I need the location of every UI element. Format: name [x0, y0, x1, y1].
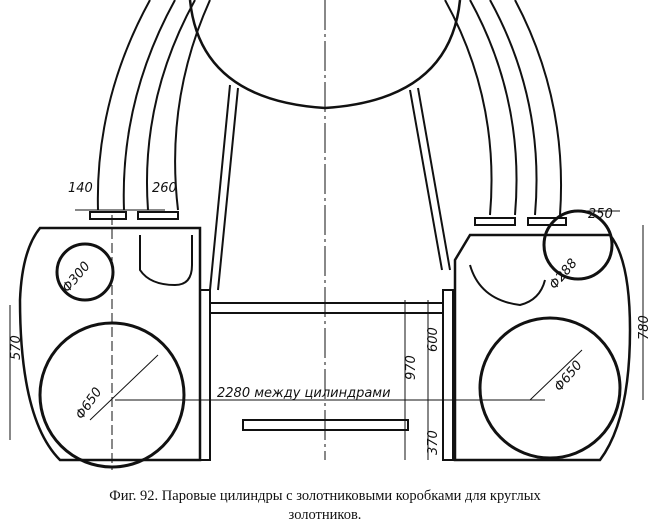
caption-line-2: золотников. — [288, 507, 362, 523]
frame-right — [442, 289, 454, 461]
steam-pipe-right — [444, 0, 563, 216]
flange — [137, 211, 179, 220]
steam-pipe-left — [96, 0, 211, 211]
steam-cylinder-drawing: 140 260 250 Φ300 Φ288 570 780 970 600 37… — [9, 0, 650, 470]
strut-right — [409, 87, 451, 271]
left-cylinder-casting — [18, 226, 202, 462]
flange — [527, 217, 567, 226]
dim-260: 260 — [152, 181, 177, 196]
strut-left — [209, 84, 239, 291]
boiler-outline — [188, 0, 462, 110]
frame-left — [199, 289, 211, 461]
dim-diameter-300: Φ300 — [60, 259, 94, 295]
dim-diameter-650-left: Φ650 — [73, 385, 105, 422]
cross-stay-upper — [209, 302, 444, 314]
dim-140: 140 — [68, 181, 93, 196]
flange — [89, 211, 127, 220]
dim-970: 970 — [404, 355, 419, 380]
right-cylinder-casting — [453, 233, 632, 462]
caption-line-1: Фиг. 92. Паровые цилиндры с золотниковым… — [109, 488, 541, 504]
dim-600: 600 — [426, 327, 441, 352]
dim-diameter-288: Φ288 — [547, 256, 581, 292]
dim-570: 570 — [9, 335, 24, 360]
dim-780: 780 — [637, 315, 650, 340]
right-cylinder — [478, 316, 622, 460]
flange — [474, 217, 516, 226]
dim-diameter-650-right: Φ650 — [552, 358, 586, 394]
dim-370: 370 — [426, 430, 441, 455]
left-valve-chest — [55, 242, 115, 302]
cross-stay-lower — [242, 419, 409, 431]
dim-between-cylinders: 2280 между цилиндрами — [217, 386, 391, 401]
dim-250: 250 — [588, 207, 613, 222]
